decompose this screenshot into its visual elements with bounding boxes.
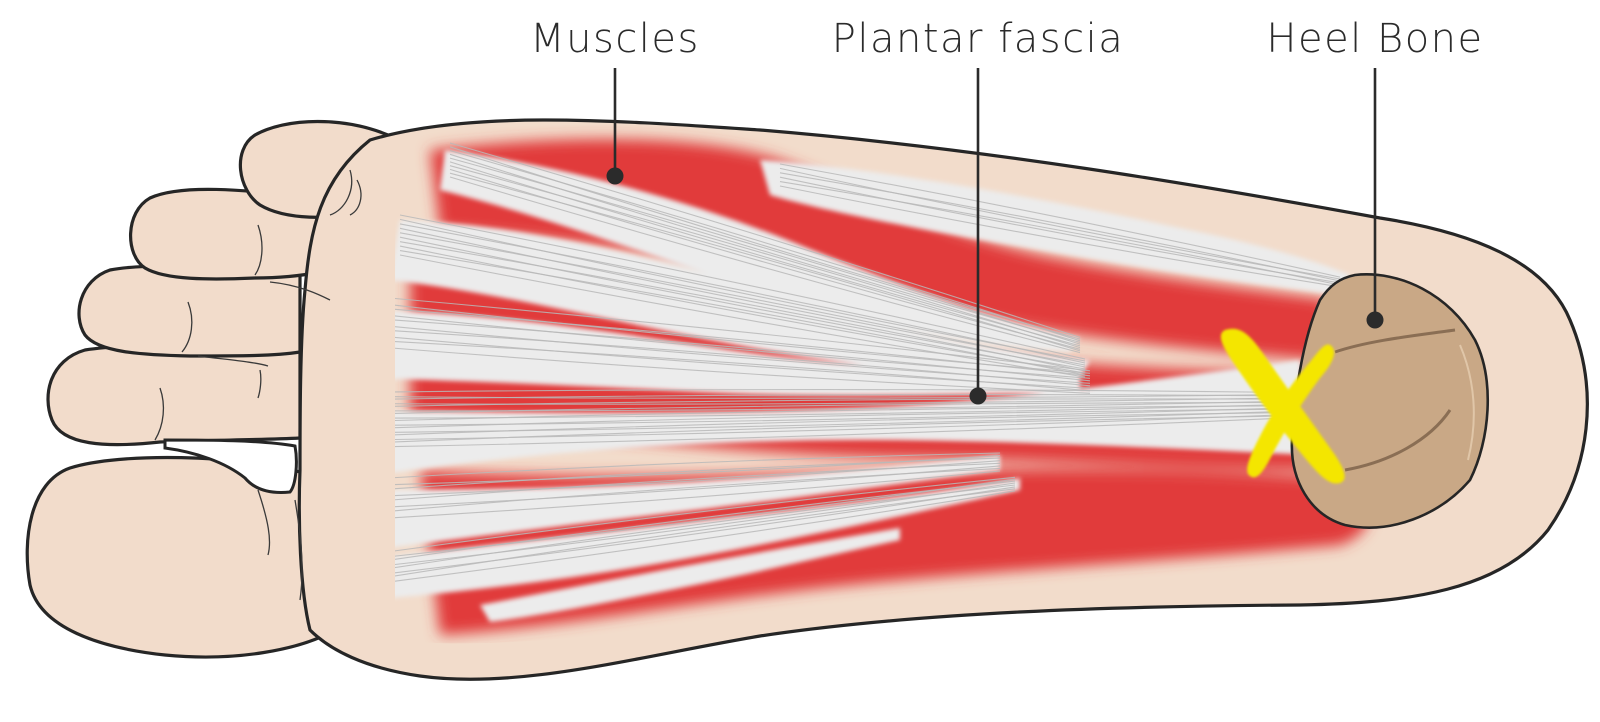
- fascia-fiber: [395, 482, 1016, 569]
- fascia-fiber: [449, 146, 1081, 340]
- toe-creases: [154, 169, 362, 601]
- fascia-fiber: [449, 150, 1081, 342]
- fascia-fiber: [395, 316, 1091, 382]
- label-plantar-fascia: Plantar fascia: [832, 16, 1125, 405]
- label-plantar-fascia-text: Plantar fascia: [832, 16, 1125, 62]
- fascia-fiber: [399, 218, 1086, 362]
- fascia-top-band: [760, 160, 1350, 295]
- fascia-fiber: [449, 153, 1081, 343]
- fascia-fiber: [395, 305, 1091, 377]
- label-heel-bone: Heel Bone: [1266, 16, 1483, 329]
- fascia-fiber: [449, 168, 1081, 350]
- fascia-fiber: [395, 401, 1301, 416]
- fascia-fiber: [395, 490, 1016, 586]
- fascia-fiber: [399, 223, 1086, 364]
- fascia-fiber: [449, 172, 1081, 352]
- heel-bone-highlight: [1459, 344, 1475, 461]
- fascia-fiber: [395, 327, 1091, 387]
- fascia-fiber: [395, 462, 1001, 504]
- label-muscles-text: Muscles: [530, 16, 700, 62]
- fascia-band-5: [395, 478, 1020, 600]
- fascia-fiber: [395, 476, 1016, 556]
- fascia-fiber: [395, 398, 1301, 408]
- x-mark-icon: [1220, 328, 1345, 484]
- leader-dot-plantar-fascia: [969, 387, 987, 405]
- fascia-fiber: [395, 344, 1091, 394]
- heel-bone-ridge-2: [1344, 409, 1452, 472]
- leader-dot-heel-bone: [1366, 311, 1384, 329]
- label-heel-bone-text: Heel Bone: [1266, 16, 1483, 62]
- fascia-fiber: [395, 470, 1001, 521]
- second-toe: [46, 344, 302, 447]
- fascia-fiber: [395, 415, 1301, 445]
- fascia-fiber: [449, 142, 1081, 338]
- heel-bone-ridge-1: [1334, 328, 1456, 354]
- muscle-upper: [430, 139, 1330, 360]
- label-muscles: Muscles: [530, 16, 700, 185]
- fascia-fiber: [449, 176, 1081, 354]
- fascia-fiber: [395, 394, 1301, 401]
- fascia-band-6: [480, 528, 900, 622]
- fascia-fiber: [399, 245, 1086, 374]
- fascia-fiber: [395, 467, 1001, 515]
- fascia-fiber: [395, 452, 1001, 481]
- fascia-fiber: [395, 389, 1301, 394]
- fascia-band-3: [395, 310, 1080, 396]
- fascia-fiber: [449, 157, 1081, 345]
- fascia-fiber: [399, 227, 1086, 366]
- fascia-fiber: [395, 405, 1301, 423]
- fascia-fiber: [395, 338, 1091, 392]
- fascia-fiber: [395, 411, 1301, 438]
- fascia-fiber: [395, 484, 1016, 573]
- fascia-fiber: [399, 250, 1086, 376]
- leader-dot-muscles: [606, 167, 624, 185]
- fascia-fiber: [395, 294, 1091, 372]
- fascia-fiber: [399, 232, 1086, 368]
- heel-bone: [1290, 273, 1489, 529]
- fascia-fiber: [779, 172, 1341, 282]
- fascia-fiber: [399, 254, 1086, 378]
- fascia-fiber: [395, 408, 1301, 430]
- fascia-fiber: [395, 486, 1016, 577]
- fascia-fiber-lines: [395, 142, 1341, 586]
- fascia-fiber: [399, 236, 1086, 370]
- heel-bone-shape: [1290, 273, 1489, 529]
- fascia-fiber: [449, 165, 1081, 349]
- fascia-fiber: [449, 161, 1081, 347]
- fascia-fiber: [395, 478, 1016, 560]
- fascia-fiber: [779, 181, 1341, 286]
- fascia-fiber: [779, 163, 1341, 278]
- fascia-fiber: [395, 488, 1016, 582]
- big-toe: [25, 455, 337, 659]
- toe-gap: [163, 438, 298, 494]
- fascia-fiber: [395, 480, 1016, 565]
- fascia-fiber: [399, 241, 1086, 372]
- fascia-fiber: [395, 457, 1001, 492]
- fascia-fiber: [779, 185, 1341, 288]
- fascia-fiber: [395, 416, 1301, 449]
- fascia-fiber: [399, 214, 1086, 360]
